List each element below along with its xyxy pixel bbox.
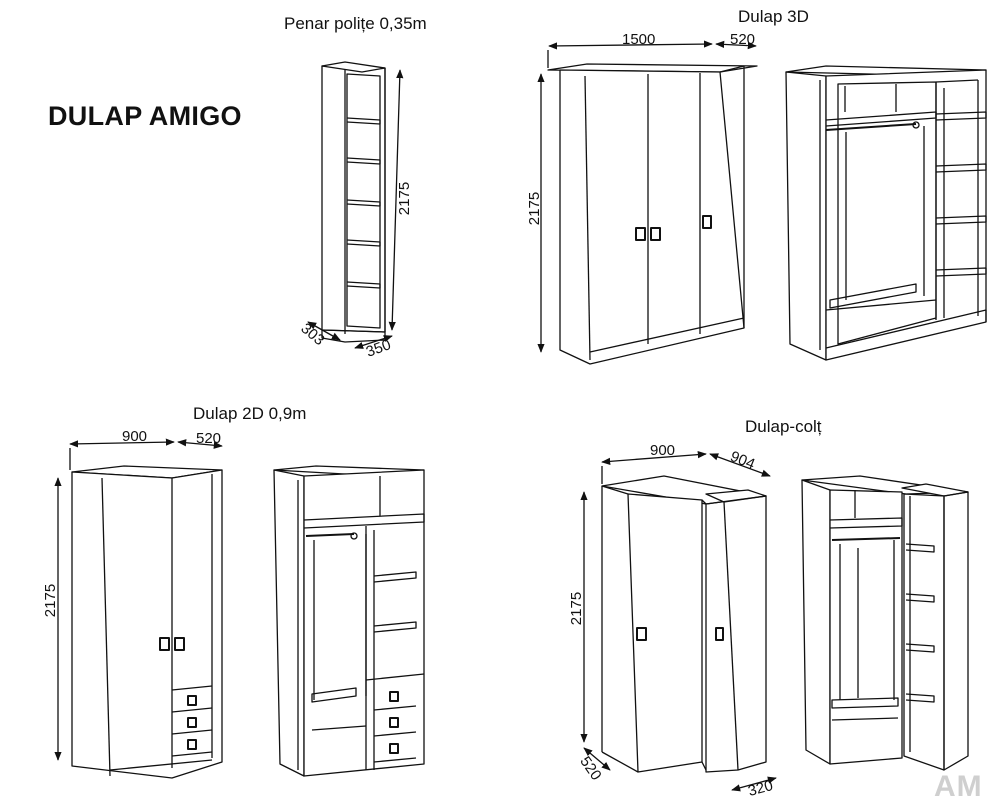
dulap2d-closed bbox=[71, 465, 223, 779]
penar-title: Penar polițe 0,35m bbox=[284, 14, 427, 33]
dulap-colt-height-label: 2175 bbox=[568, 591, 586, 626]
dulap2d-height-label: 2175 bbox=[42, 583, 60, 618]
dulap-colt-title: Dulap-colț bbox=[745, 417, 822, 436]
penar-shelves bbox=[346, 117, 381, 289]
dulap3d-width-label: 1500 bbox=[622, 31, 656, 48]
dulap-colt-open bbox=[801, 475, 969, 771]
dulap3d-depth-label: 520 bbox=[730, 31, 756, 48]
dulap2d-width-label: 900 bbox=[122, 428, 148, 445]
dulap3d-dimension-lines bbox=[537, 40, 757, 353]
dulap3d-open bbox=[785, 65, 987, 361]
dulap2d-open-drawers bbox=[373, 691, 417, 763]
dulap-colt-dimension-lines bbox=[580, 450, 777, 792]
penar-dimension-lines bbox=[307, 69, 404, 349]
dulap3d-right-shelves bbox=[935, 82, 987, 320]
brand-watermark: AM bbox=[934, 770, 983, 803]
dulap2d-depth-label: 520 bbox=[196, 430, 222, 447]
page-heading: DULAP AMIGO bbox=[48, 101, 242, 131]
dulap3d-title: Dulap 3D bbox=[738, 7, 809, 26]
dulap3d-height-label: 2175 bbox=[526, 191, 544, 226]
dulap3d-handles bbox=[635, 215, 712, 241]
dulap2d-dimension-lines bbox=[54, 438, 223, 761]
dulap-colt-side-shelves bbox=[905, 543, 935, 703]
penar-shelf-unit bbox=[321, 61, 386, 343]
dulap2d-drawers bbox=[171, 685, 213, 757]
dulap2d-open bbox=[273, 465, 425, 777]
dulap2d-title: Dulap 2D 0,9m bbox=[193, 404, 307, 423]
dulap3d-closed bbox=[547, 63, 758, 365]
penar-height-label: 2175 bbox=[396, 181, 414, 216]
dulap-colt-closed bbox=[601, 475, 767, 773]
dulap-colt-width-label: 900 bbox=[650, 442, 676, 459]
